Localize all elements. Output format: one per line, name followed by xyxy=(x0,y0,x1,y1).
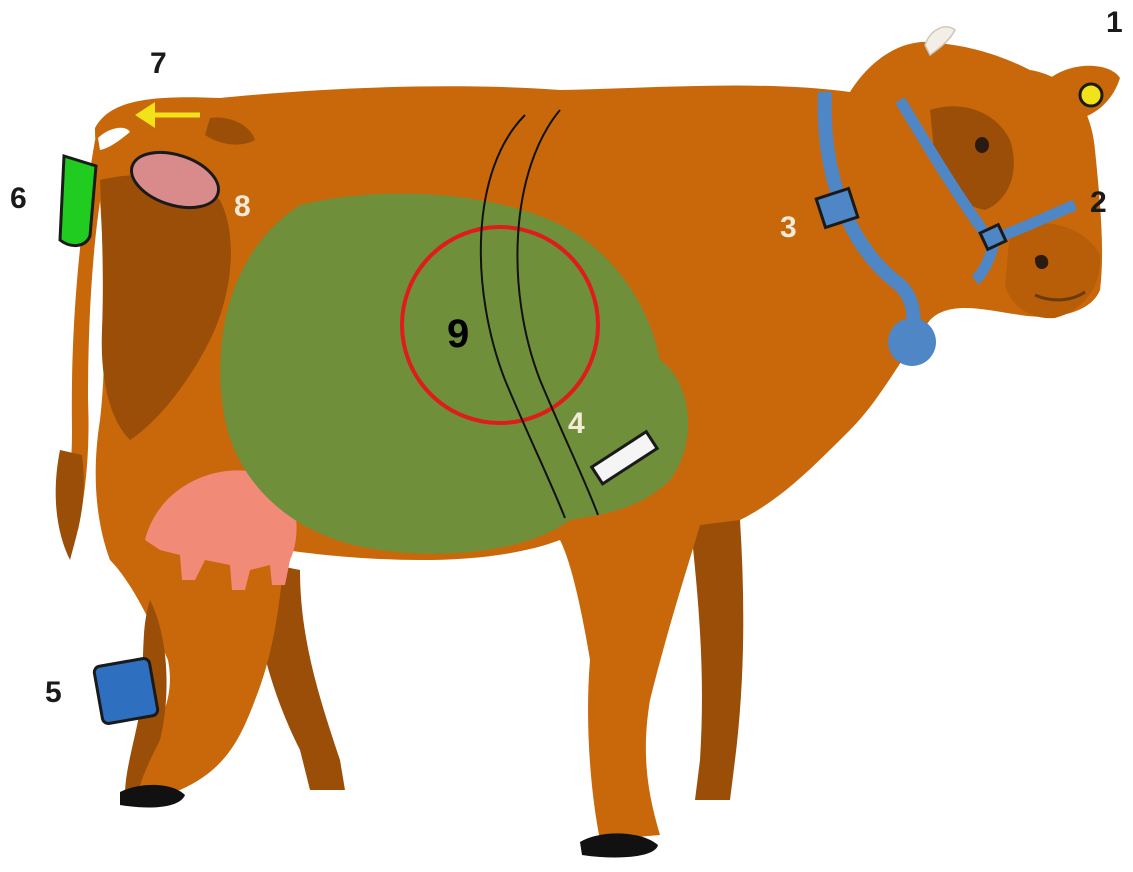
tail-tuft xyxy=(56,450,84,560)
far-front-leg xyxy=(690,520,743,800)
label-6: 6 xyxy=(10,182,27,215)
label-8: 8 xyxy=(234,190,251,223)
label-3: 3 xyxy=(780,211,797,244)
label-2: 2 xyxy=(1090,186,1107,219)
label-5: 5 xyxy=(45,676,62,709)
leg-band-sensor xyxy=(93,658,158,725)
label-1: 1 xyxy=(1106,6,1123,39)
label-9: 9 xyxy=(447,312,469,356)
hoof-front xyxy=(580,833,658,857)
label-4: 4 xyxy=(568,407,585,440)
tail-sensor xyxy=(60,156,96,246)
ear-tag-sensor xyxy=(1080,84,1102,106)
label-7: 7 xyxy=(150,47,167,80)
collar-pendant xyxy=(888,318,936,366)
cow-eye xyxy=(975,137,989,153)
